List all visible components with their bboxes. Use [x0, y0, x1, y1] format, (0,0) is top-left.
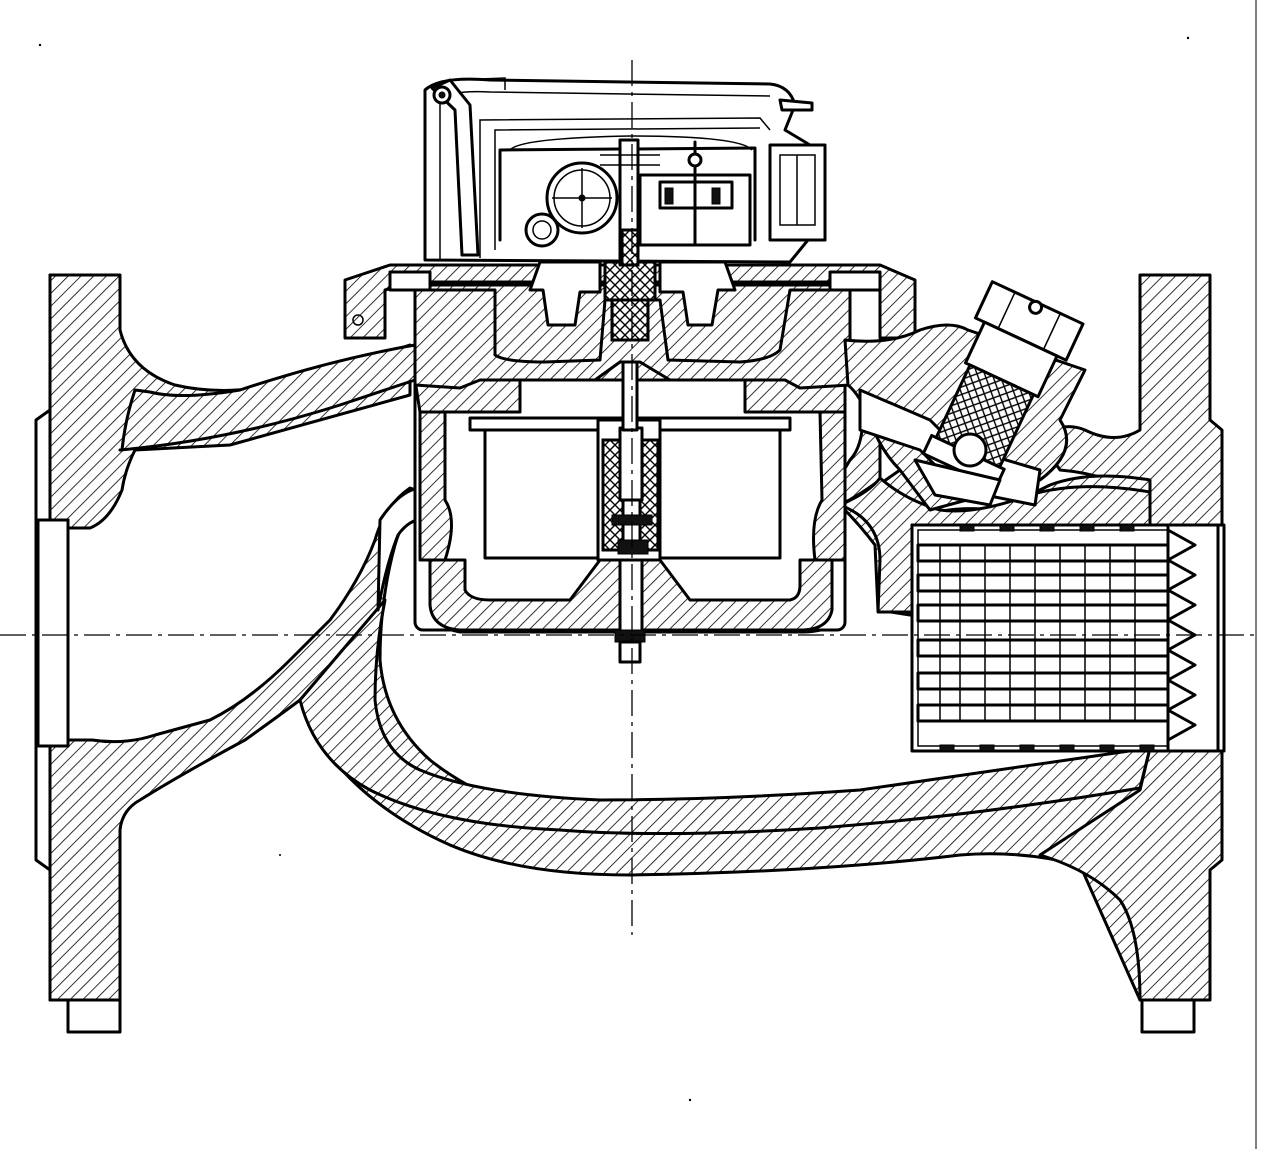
- regulator-valve: [843, 280, 1087, 512]
- center-lines: [0, 60, 1256, 935]
- inlet-flange-foot: [66, 998, 122, 1034]
- inlet-flange: [34, 273, 1142, 1034]
- strainer-bars: [916, 543, 1170, 723]
- measuring-chamber: [413, 378, 847, 632]
- inlet-strainer: [910, 523, 1226, 753]
- register-head: [423, 77, 827, 267]
- outlet-flange-foot: [1140, 998, 1196, 1034]
- meter-cover: [343, 260, 917, 390]
